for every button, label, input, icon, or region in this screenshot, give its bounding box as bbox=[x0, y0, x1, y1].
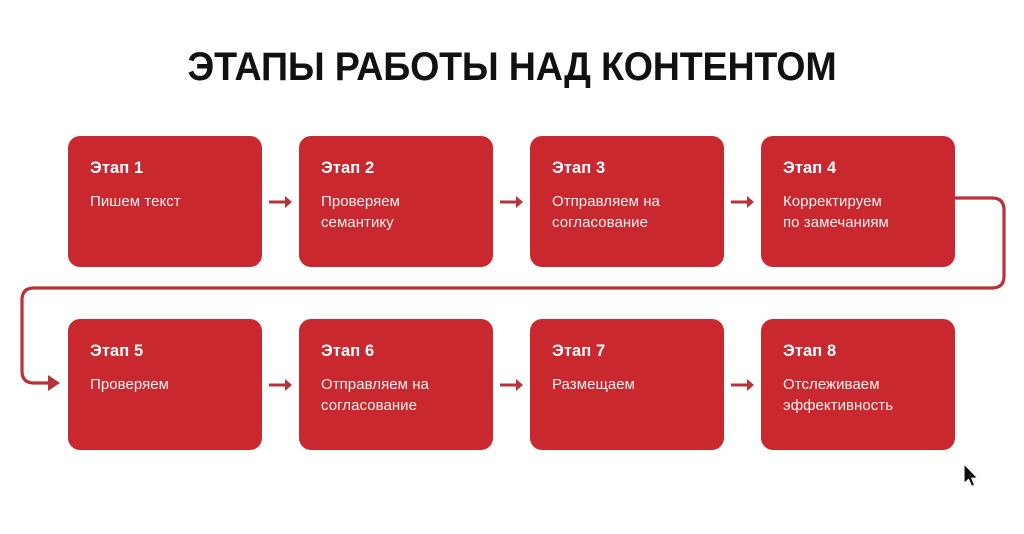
arrow-2-3 bbox=[493, 136, 530, 267]
stage-card-5-title: Этап 5 bbox=[90, 342, 144, 360]
arrow-3-4 bbox=[724, 136, 761, 267]
mouse-cursor-icon bbox=[963, 463, 979, 487]
stage-card-8-title: Этап 8 bbox=[783, 342, 837, 360]
stage-card-7[interactable]: Этап 7 Размещаем bbox=[530, 319, 724, 450]
stage-card-3-title: Этап 3 bbox=[552, 159, 606, 177]
stage-card-5[interactable]: Этап 5 Проверяем bbox=[68, 319, 262, 450]
stage-card-2-body: Проверяем семантику bbox=[321, 193, 401, 231]
stage-card-2-title: Этап 2 bbox=[321, 159, 375, 177]
arrow-right-icon bbox=[268, 378, 292, 391]
stage-card-1-body: Пишем текст bbox=[90, 193, 181, 210]
stage-card-4[interactable]: Этап 4 Корректируем по замечаниям bbox=[761, 136, 955, 267]
stage-card-8-body: Отслеживаем эффективность bbox=[783, 376, 894, 414]
stage-card-6[interactable]: Этап 6 Отправляем на согласование bbox=[299, 319, 493, 450]
arrow-6-7 bbox=[493, 319, 530, 450]
stage-card-4-title: Этап 4 bbox=[783, 159, 837, 177]
stage-card-1-title: Этап 1 bbox=[90, 159, 144, 177]
stage-card-7-body: Размещаем bbox=[552, 376, 636, 393]
stage-card-5-body: Проверяем bbox=[90, 376, 170, 393]
arrow-right-icon bbox=[499, 378, 523, 391]
stage-row-2: Этап 5 Проверяем Этап 6 Отправляем на со… bbox=[68, 319, 955, 450]
arrow-right-icon bbox=[730, 195, 754, 208]
arrow-7-8 bbox=[724, 319, 761, 450]
arrow-1-2 bbox=[262, 136, 299, 267]
arrow-right-icon bbox=[499, 195, 523, 208]
stage-card-4-body: Корректируем по замечаниям bbox=[783, 193, 889, 231]
stage-row-1: Этап 1 Пишем текст Этап 2 Проверяем сема… bbox=[68, 136, 955, 267]
stage-card-8[interactable]: Этап 8 Отслеживаем эффективность bbox=[761, 319, 955, 450]
stage-card-6-title: Этап 6 bbox=[321, 342, 375, 360]
stage-card-3-body: Отправляем на согласование bbox=[552, 193, 660, 231]
arrow-right-icon bbox=[730, 378, 754, 391]
arrow-right-icon bbox=[268, 195, 292, 208]
stage-card-1[interactable]: Этап 1 Пишем текст bbox=[68, 136, 262, 267]
stage-card-6-body: Отправляем на согласование bbox=[321, 376, 429, 414]
page-title: ЭТАПЫ РАБОТЫ НАД КОНТЕНТОМ bbox=[187, 45, 837, 89]
arrow-5-6 bbox=[262, 319, 299, 450]
stage-card-7-title: Этап 7 bbox=[552, 342, 606, 360]
stage-card-2[interactable]: Этап 2 Проверяем семантику bbox=[299, 136, 493, 267]
stage-card-3[interactable]: Этап 3 Отправляем на согласование bbox=[530, 136, 724, 267]
